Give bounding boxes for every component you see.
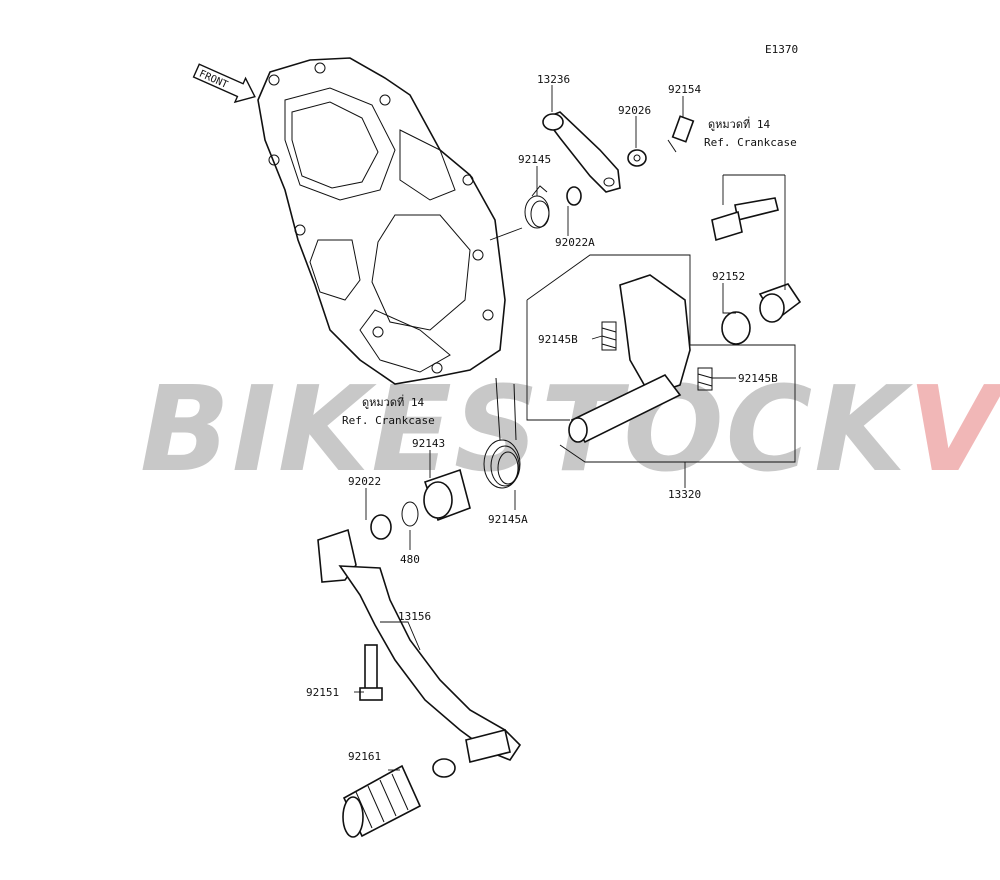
watermark-part2: VN [908, 360, 1000, 498]
part-13320-outline [526, 254, 796, 463]
part-480 [401, 501, 419, 527]
label-92145A: 92145A [488, 513, 528, 526]
crankcase-cover [257, 57, 506, 385]
label-92145: 92145 [518, 153, 551, 166]
part-13320 [568, 274, 691, 444]
front-arrow-icon: FRONT [192, 63, 256, 104]
leader-lines [354, 85, 786, 771]
ref-note-1-line1: ดูหมวดที่ 14 [708, 116, 770, 131]
part-92022A [566, 186, 582, 206]
watermark: BIKESTOCKVN [140, 360, 1000, 498]
label-92152: 92152 [712, 270, 745, 283]
part-92151 [359, 644, 383, 701]
label-13236: 13236 [537, 73, 570, 86]
part-92143 [423, 468, 471, 522]
part-92152 [721, 311, 751, 345]
label-92145B-right: 92145B [738, 372, 778, 385]
label-92022: 92022 [348, 475, 381, 488]
watermark-part1: BIKESTOCK [140, 360, 913, 498]
label-92026: 92026 [618, 104, 651, 117]
diagram-code: E1370 [765, 43, 798, 56]
ref-note-2-line1: ดูหมวดที่ 14 [362, 394, 424, 409]
label-92145B-left: 92145B [538, 333, 578, 346]
part-92026 [627, 149, 647, 167]
label-92154: 92154 [668, 83, 701, 96]
part-13156 [317, 528, 522, 763]
part-13236 [542, 111, 621, 193]
label-13156: 13156 [398, 610, 431, 623]
label-92022A: 92022A [555, 236, 595, 249]
bearing-part [758, 283, 802, 323]
ref-note-2-line2: Ref. Crankcase [342, 414, 435, 427]
label-13320: 13320 [668, 488, 701, 501]
label-480: 480 [400, 553, 420, 566]
part-92145B-right [697, 367, 713, 391]
part-92145A [483, 377, 521, 489]
label-92151: 92151 [306, 686, 339, 699]
part-92145B-left [601, 321, 617, 351]
label-92143: 92143 [412, 437, 445, 450]
ref-crankcase-pin [711, 197, 779, 242]
ref-note-1-line2: Ref. Crankcase [704, 136, 797, 149]
part-92022 [370, 514, 392, 540]
label-92161: 92161 [348, 750, 381, 763]
part-92154 [667, 115, 695, 153]
part-92161 [342, 758, 456, 838]
